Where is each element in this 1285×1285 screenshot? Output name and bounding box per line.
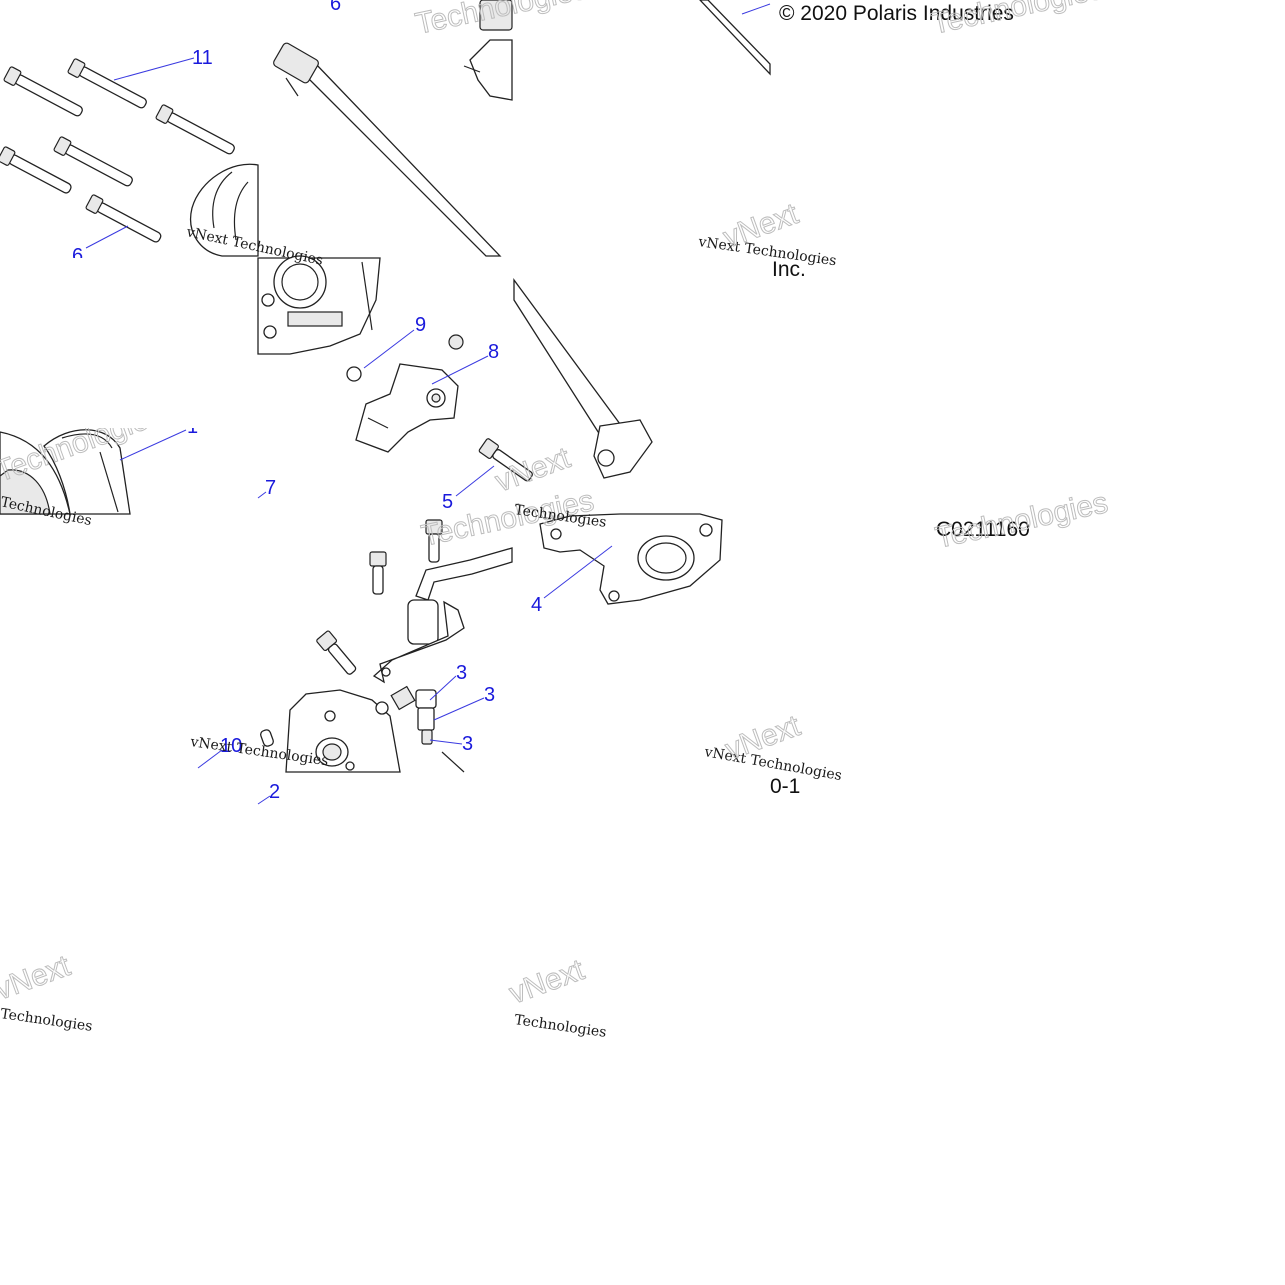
copyright-text: © 2020 Polaris Industries (779, 2, 1014, 25)
loose-bolts (316, 519, 443, 675)
callout-10: 10 (220, 735, 242, 757)
watermark-ghost-j: vNext (0, 949, 75, 1006)
drawing-code-tail: 0-1 (770, 775, 800, 798)
throttle-body-fragment (190, 163, 259, 257)
callout-6-top: 6 (330, 0, 341, 15)
copyright-tail-text: Inc. (772, 258, 806, 281)
watermark-ghost-top: Technologies (413, 0, 591, 41)
fuel-rail-tube (273, 42, 502, 257)
drawing-code: C0211160 (936, 518, 1030, 541)
cylinder-housing (260, 689, 465, 773)
manifold-flange (539, 513, 723, 605)
callout-2: 2 (269, 781, 280, 803)
fuel-line (372, 547, 513, 684)
throttle-body (0, 429, 131, 515)
callout-9: 9 (415, 314, 426, 336)
bracket-fragment (463, 0, 513, 101)
callout-11: 11 (192, 47, 213, 69)
callout-6-bottom: 6 (72, 245, 83, 267)
fuel-rail-tube-lower (513, 278, 653, 479)
bolt-set (0, 58, 235, 243)
watermark-ghost-k: vNext (505, 953, 589, 1010)
callout-7: 7 (265, 477, 276, 499)
callout-3-lower: 3 (462, 733, 473, 755)
callout-8: 8 (488, 341, 499, 363)
leader-lines (85, 57, 613, 805)
intake-manifold-fragment (257, 255, 381, 355)
map-sensor (346, 334, 464, 453)
callout-3-middle: 3 (484, 684, 495, 706)
watermark-ghost-top-right: Technologies (929, 0, 1107, 41)
watermark-ghost-f: Technologies (933, 486, 1111, 555)
fuel-injector (390, 685, 437, 745)
callout-5: 5 (442, 491, 453, 513)
bolt-5 (478, 438, 533, 482)
leader-fragment (699, 0, 771, 76)
callout-3-upper: 3 (456, 662, 467, 684)
watermark-tile-j: Technologies (0, 1006, 93, 1035)
tile-gaps (0, 258, 256, 428)
watermark-tile-k: Technologies (513, 1012, 607, 1041)
callout-4: 4 (531, 594, 542, 616)
